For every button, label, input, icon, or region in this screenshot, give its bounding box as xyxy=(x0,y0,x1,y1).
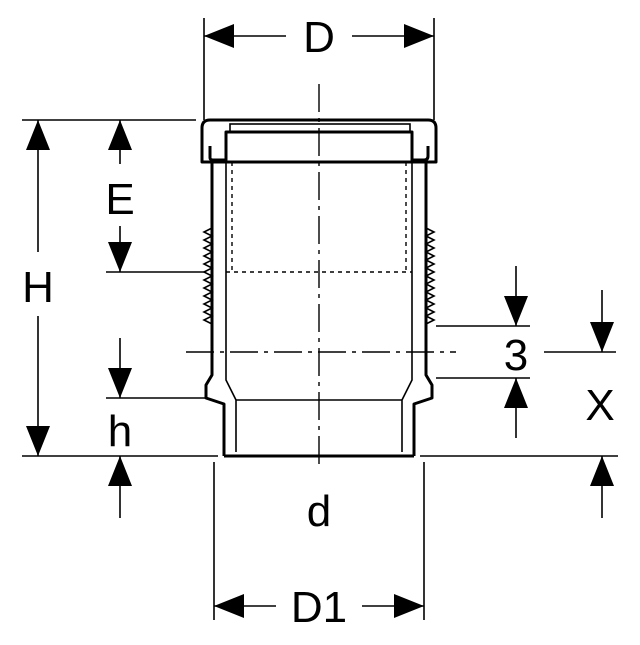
arrow-right-icon xyxy=(394,594,424,618)
dimension-D1: D1 xyxy=(214,583,424,632)
label-h: h xyxy=(108,407,132,456)
label-H: H xyxy=(22,263,54,312)
socket-cap-outline xyxy=(200,118,438,164)
label-D1: D1 xyxy=(291,583,347,632)
fitting-body xyxy=(200,118,438,458)
dimension-H: H xyxy=(22,120,54,456)
body-right-wall xyxy=(412,162,434,456)
arrow-left-icon xyxy=(204,24,234,48)
dimension-h: h xyxy=(108,338,132,518)
label-3: 3 xyxy=(504,331,528,380)
arrow-down-icon xyxy=(108,368,132,398)
extension-lines xyxy=(22,18,618,620)
label-E: E xyxy=(105,175,134,224)
arrow-up-icon xyxy=(26,120,50,150)
dimension-3: 3 xyxy=(504,266,528,438)
arrow-up-icon xyxy=(108,120,132,150)
right-ribs xyxy=(424,227,436,325)
arrow-down-icon xyxy=(504,296,528,326)
arrow-down-icon xyxy=(108,242,132,272)
label-D: D xyxy=(303,13,335,62)
arrow-down-icon xyxy=(26,426,50,456)
left-ribs xyxy=(202,227,214,325)
label-d: d xyxy=(307,487,331,536)
arrow-up-icon xyxy=(590,456,614,486)
arrow-left-icon xyxy=(214,594,244,618)
arrow-up-icon xyxy=(108,456,132,486)
dimension-X: X xyxy=(585,290,615,518)
arrow-right-icon xyxy=(404,24,434,48)
dimension-D: D xyxy=(204,13,434,62)
body-left-wall xyxy=(204,162,226,456)
socket-rim xyxy=(229,123,411,133)
dimension-E: E xyxy=(105,120,135,272)
inner-bore-right xyxy=(401,162,413,452)
arrow-up-icon xyxy=(504,378,528,408)
label-X: X xyxy=(585,381,614,430)
arrow-down-icon xyxy=(590,322,614,352)
inner-bore-left xyxy=(225,162,237,452)
